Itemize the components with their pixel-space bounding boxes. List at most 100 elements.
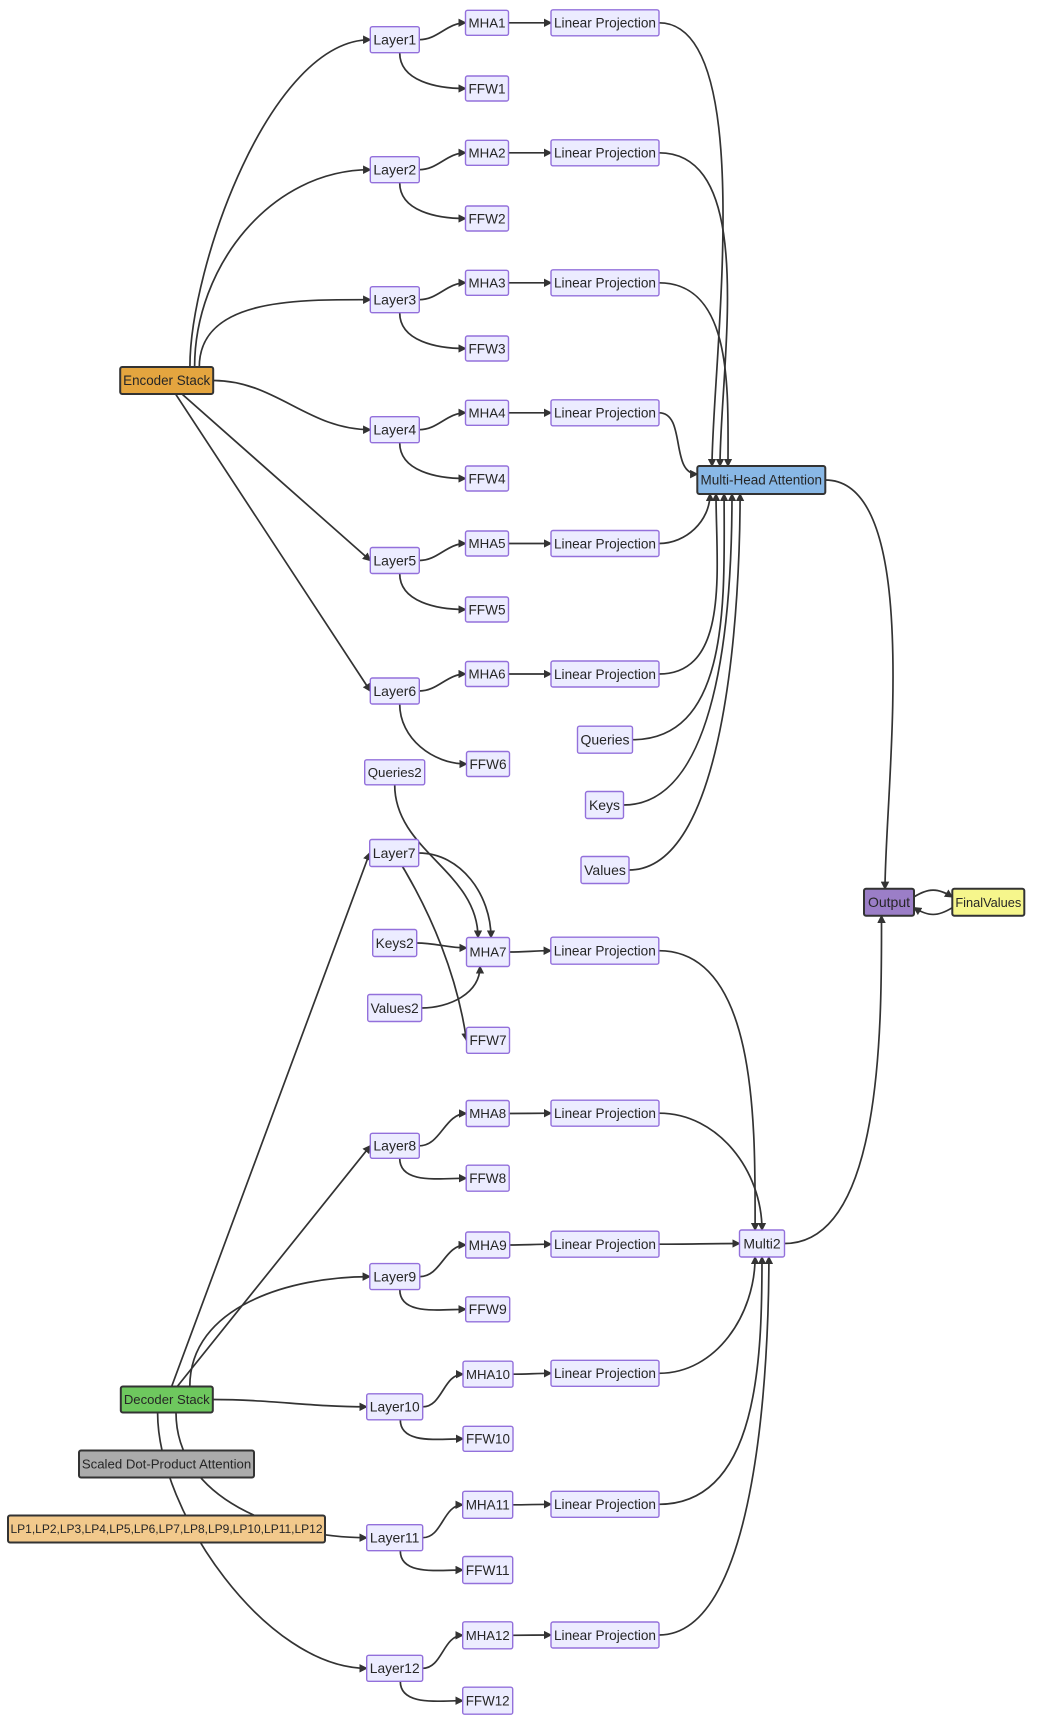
edge-mha11-lp11 [511, 1500, 553, 1509]
node-box-layer4 [369, 416, 420, 444]
node-box-mha12 [462, 1621, 514, 1650]
node-label-encoder: Encoder Stack [123, 373, 210, 388]
edge-layer12-ffw12 [399, 1680, 464, 1705]
edge-decoder-layer7 [165, 851, 372, 1401]
edge-decoder-layer11 [175, 1411, 368, 1542]
node-ffw9: FFW9 [465, 1296, 511, 1323]
node-box-lp9 [550, 1230, 660, 1258]
node-box-lp1 [550, 9, 660, 37]
node-layer7: Layer7 [369, 838, 420, 868]
node-box-sdpa [78, 1449, 255, 1479]
node-box-multi2 [738, 1229, 786, 1258]
edge-layer12-mha12 [421, 1631, 464, 1670]
node-box-keys [584, 790, 625, 820]
edge-mha9-lp9 [508, 1239, 553, 1249]
node-box-lp3 [550, 269, 660, 297]
edge-lp6-mha [658, 492, 721, 675]
edge-multi2-output [783, 914, 886, 1245]
edge-values2-mha7 [420, 965, 485, 1009]
node-layer1: Layer1 [369, 26, 420, 54]
edge-layer9-mha9 [418, 1240, 467, 1278]
node-ffw10: FFW10 [462, 1425, 514, 1453]
node-box-mha4 [464, 399, 510, 426]
node-ffw6: FFW6 [465, 750, 511, 778]
node-label-values: Values [584, 862, 626, 878]
node-box-ffw7 [465, 1026, 511, 1055]
node-box-lplist [7, 1514, 326, 1544]
node-box-lp11 [550, 1490, 660, 1519]
node-layer4: Layer4 [369, 416, 420, 444]
edge-layer11-ffw11 [399, 1549, 464, 1575]
node-box-lp2 [550, 139, 660, 167]
edge-layer3-ffw3 [398, 311, 467, 353]
node-label-lp9: Linear Projection [554, 1237, 656, 1252]
edge-mha10-lp10 [512, 1369, 553, 1378]
node-label-sdpa: Scaled Dot-Product Attention [82, 1457, 251, 1472]
edge-encoder-layer1 [189, 35, 372, 368]
node-lp7: Linear Projection [550, 936, 660, 965]
edge-lp5-mha [658, 492, 715, 545]
node-label-layer12: Layer12 [370, 1661, 420, 1676]
node-label-ffw5: FFW5 [469, 602, 506, 617]
node-box-layer3 [369, 286, 420, 314]
node-layer9: Layer9 [369, 1262, 421, 1291]
node-label-ffw1: FFW1 [469, 81, 506, 96]
node-sdpa: Scaled Dot-Product Attention [78, 1449, 255, 1479]
node-box-mha [696, 465, 827, 495]
node-lp3: Linear Projection [550, 269, 660, 297]
node-label-ffw10: FFW10 [466, 1431, 510, 1446]
edge-lp8-multi2 [658, 1112, 767, 1232]
node-label-mha11: MHA11 [466, 1498, 510, 1513]
node-box-values2 [367, 993, 423, 1023]
node-finalvalues: FinalValues [951, 887, 1026, 917]
node-box-layer2 [369, 155, 420, 184]
node-lp1: Linear Projection [550, 9, 660, 37]
node-label-mha2: MHA2 [469, 145, 506, 160]
node-box-ffw8 [465, 1164, 510, 1192]
node-layer12: Layer12 [366, 1654, 424, 1683]
edge-decoder-layer8 [165, 1144, 372, 1401]
node-label-mha: Multi-Head Attention [701, 473, 823, 488]
node-label-mha1: MHA1 [469, 15, 506, 30]
node-label-ffw6: FFW6 [470, 757, 507, 772]
edge-queries2-mha7 [393, 783, 483, 939]
node-box-queries [576, 725, 634, 754]
node-lp8: Linear Projection [550, 1099, 660, 1127]
node-label-ffw8: FFW8 [469, 1171, 506, 1186]
edge-layer11-mha11 [421, 1500, 464, 1539]
edge-keys2-mha7 [415, 942, 468, 953]
node-multi2: Multi2 [738, 1229, 786, 1258]
node-label-layer4: Layer4 [373, 422, 416, 438]
node-box-lp12 [550, 1621, 660, 1649]
node-keys: Keys [584, 790, 625, 820]
node-lp5: Linear Projection [550, 529, 660, 558]
node-box-ffw9 [465, 1296, 511, 1323]
edge-layer10-ffw10 [399, 1418, 465, 1444]
node-label-queries: Queries [580, 732, 629, 748]
edge-layer6-mha6 [418, 669, 467, 692]
node-box-values [580, 855, 630, 885]
edge-lp9-multi2 [658, 1239, 741, 1248]
edge-layer8-ffw8 [398, 1157, 468, 1183]
node-box-mha9 [465, 1231, 511, 1259]
node-mha3: MHA3 [464, 269, 510, 296]
node-mha: Multi-Head Attention [696, 465, 827, 495]
edge-layer4-mha4 [418, 408, 467, 431]
edge-mha-output [824, 479, 894, 891]
node-lp11: Linear Projection [550, 1490, 660, 1519]
node-box-mha7 [465, 936, 511, 968]
edge-queries-mha [631, 492, 729, 741]
edge-lp1-mha [658, 21, 724, 468]
node-lp10: Linear Projection [550, 1359, 660, 1388]
edge-lp11-multi2 [658, 1255, 767, 1506]
edge-decoder-layer9 [188, 1272, 372, 1388]
node-queries2: Queries2 [364, 759, 426, 786]
edge-layer5-ffw5 [398, 572, 467, 614]
node-box-layer10 [366, 1393, 424, 1421]
edge-layer8-mha8 [418, 1109, 468, 1147]
edge-finalvalues-output [912, 906, 954, 916]
node-mha8: MHA8 [465, 1099, 510, 1128]
node-box-lp4 [550, 399, 660, 427]
node-box-layer9 [369, 1262, 421, 1291]
